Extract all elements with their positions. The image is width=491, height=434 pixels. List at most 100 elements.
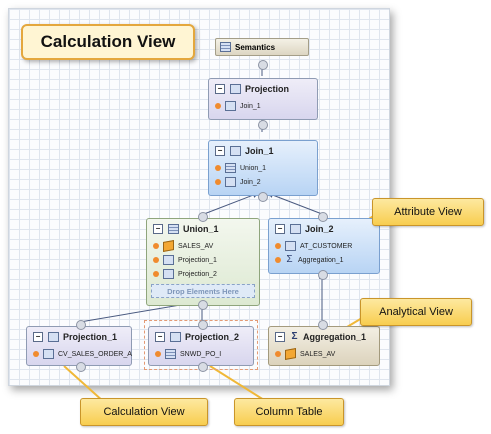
row-label: SALES_AV (300, 350, 336, 358)
row-label: Join_1 (240, 102, 261, 110)
row-label: Projection_2 (178, 270, 217, 278)
cube-icon (285, 348, 296, 360)
input-dot-icon (215, 165, 221, 171)
input-dot-icon (153, 271, 159, 277)
row-label: SNWD_PO_I (180, 350, 222, 358)
projection-icon (170, 332, 181, 342)
projection-input-port[interactable] (258, 120, 268, 130)
projection1-header: − Projection_1 (27, 327, 131, 347)
collapse-icon[interactable]: − (153, 224, 163, 234)
input-dot-icon (153, 243, 159, 249)
projection1-input-port[interactable] (76, 362, 86, 372)
list-item[interactable]: Projection_1 (147, 253, 259, 267)
projection-icon (230, 84, 241, 94)
row-label: AT_CUSTOMER (300, 242, 353, 250)
drop-zone[interactable]: Drop Elements Here (151, 284, 255, 298)
list-item[interactable]: CV_SALES_ORDER_A (27, 347, 132, 361)
diagram-title: Calculation View (21, 24, 195, 60)
callout-column-table: Column Table (234, 398, 344, 426)
join2-header: − Join_2 (269, 219, 379, 239)
join1-title: Join_1 (245, 146, 274, 156)
aggregation-icon: Σ (291, 331, 298, 342)
join-icon (225, 101, 236, 111)
union-icon (225, 163, 236, 173)
row-label: Aggregation_1 (298, 256, 344, 264)
collapse-icon[interactable]: − (215, 146, 225, 156)
collapse-icon[interactable]: − (275, 332, 285, 342)
aggregation1-node[interactable]: − Σ Aggregation_1 SALES_AV (268, 326, 380, 366)
join-icon (230, 146, 241, 156)
projection-node[interactable]: − Projection Join_1 (208, 78, 318, 120)
aggregation1-output-port[interactable] (318, 320, 328, 330)
input-dot-icon (215, 103, 221, 109)
aggregation-icon: Σ (286, 254, 293, 265)
projection2-header: − Projection_2 (149, 327, 253, 347)
collapse-icon[interactable]: − (215, 84, 225, 94)
projection-icon (163, 269, 174, 279)
row-label: SALES_AV (178, 242, 214, 250)
input-dot-icon (215, 179, 221, 185)
list-item[interactable]: Join_1 (209, 99, 317, 113)
aggregation1-title: Aggregation_1 (303, 332, 367, 342)
calculation-view-icon (43, 349, 54, 359)
list-item[interactable]: Σ Aggregation_1 (269, 253, 379, 267)
input-dot-icon (33, 351, 39, 357)
input-dot-icon (275, 351, 281, 357)
callout-analytical-view: Analytical View (360, 298, 472, 326)
projection1-node[interactable]: − Projection_1 CV_SALES_ORDER_A (26, 326, 132, 366)
join1-input-port[interactable] (258, 192, 268, 202)
callout-calculation-view: Calculation View (80, 398, 208, 426)
projection-icon (163, 255, 174, 265)
projection2-title: Projection_2 (185, 332, 240, 342)
union1-node[interactable]: − Union_1 SALES_AV Projection_1 Projecti… (146, 218, 260, 306)
list-item[interactable]: SNWD_PO_I (149, 347, 253, 361)
input-dot-icon (155, 351, 161, 357)
list-item[interactable]: Join_2 (209, 175, 317, 189)
callout-attribute-view: Attribute View (372, 198, 484, 226)
join-icon (225, 177, 236, 187)
collapse-icon[interactable]: − (33, 332, 43, 342)
column-table-icon (165, 349, 176, 359)
list-item[interactable]: AT_CUSTOMER (269, 239, 379, 253)
input-dot-icon (153, 257, 159, 263)
input-dot-icon (275, 243, 281, 249)
list-item[interactable]: SALES_AV (147, 239, 259, 253)
semantics-node[interactable]: Semantics (215, 38, 309, 56)
join2-title: Join_2 (305, 224, 334, 234)
join2-output-port[interactable] (318, 212, 328, 222)
union1-title: Union_1 (183, 224, 219, 234)
input-dot-icon (275, 257, 281, 263)
projection1-title: Projection_1 (63, 332, 118, 342)
join1-node[interactable]: − Join_1 Union_1 Join_2 (208, 140, 318, 196)
join1-header: − Join_1 (209, 141, 317, 161)
projection-title: Projection (245, 84, 290, 94)
projection2-node[interactable]: − Projection_2 SNWD_PO_I (148, 326, 254, 366)
projection-icon (48, 332, 59, 342)
collapse-icon[interactable]: − (275, 224, 285, 234)
union1-header: − Union_1 (147, 219, 259, 239)
collapse-icon[interactable]: − (155, 332, 165, 342)
projection2-input-port[interactable] (198, 362, 208, 372)
join2-node[interactable]: − Join_2 AT_CUSTOMER Σ Aggregation_1 (268, 218, 380, 274)
diagram-canvas (8, 8, 390, 386)
join2-input-port[interactable] (318, 270, 328, 280)
semantics-label: Semantics (235, 42, 276, 52)
union-icon (168, 224, 179, 234)
list-item[interactable]: SALES_AV (269, 347, 379, 361)
aggregation1-header: − Σ Aggregation_1 (269, 327, 379, 347)
join-icon (290, 224, 301, 234)
semantics-input-port[interactable] (258, 60, 268, 70)
union1-output-port[interactable] (198, 212, 208, 222)
list-item[interactable]: Projection_2 (147, 267, 259, 281)
row-label: Join_2 (240, 178, 261, 186)
row-label: CV_SALES_ORDER_A (58, 350, 132, 358)
union1-input-port[interactable] (198, 300, 208, 310)
list-item[interactable]: Union_1 (209, 161, 317, 175)
projection1-output-port[interactable] (76, 320, 86, 330)
projection-header: − Projection (209, 79, 317, 99)
row-label: Union_1 (240, 164, 267, 172)
projection2-output-port[interactable] (198, 320, 208, 330)
row-label: Projection_1 (178, 256, 217, 264)
cube-icon (163, 240, 174, 252)
attribute-view-icon (285, 241, 296, 251)
